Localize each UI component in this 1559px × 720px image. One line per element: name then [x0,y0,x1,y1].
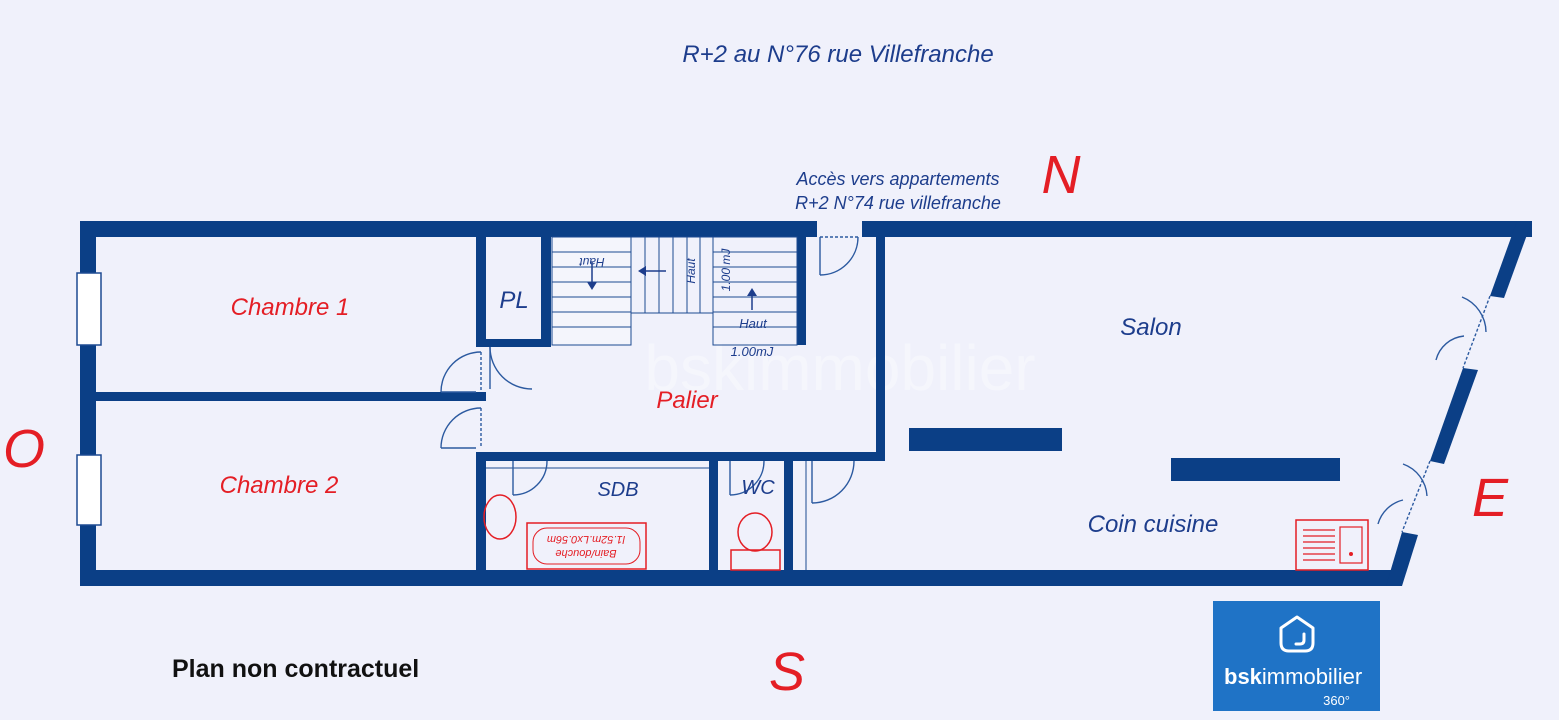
access-note-line2: R+2 N°74 rue villefranche [795,193,1001,213]
room-label-chambre1: Chambre 1 [231,294,350,321]
access-note-line1: Accès vers appartements [795,169,999,189]
stair-height-vertical: 1.00 mJ [719,248,733,292]
compass-north: N [1042,145,1082,205]
compass-west: O [3,419,45,479]
staircase [551,236,798,346]
sdb-sink [483,494,517,540]
salon-partition-1 [909,428,1062,451]
logo-name-rest: immobilier [1262,664,1362,689]
compass-south: S [769,642,805,702]
doors [440,236,1491,533]
room-label-wc: WC [741,477,775,499]
room-label-pl: PL [499,287,528,314]
stair-label-right: Haut [739,316,768,331]
west-windows [76,272,102,526]
compass-east: E [1472,468,1509,528]
svg-text:bskimmobilier: bskimmobilier [1224,664,1362,689]
plan-title: R+2 au N°76 rue Villefranche [682,41,993,68]
room-label-chambre2: Chambre 2 [220,472,339,499]
room-label-coin-cuisine: Coin cuisine [1088,511,1219,538]
exterior-walls [80,221,1532,586]
kitchen-sink [1295,519,1369,571]
watermark: bskimmobilier [644,332,1035,404]
salon-partition-2 [1171,458,1340,481]
stair-height-bottom: 1.00mJ [731,344,774,359]
stair-label-left: Haut [579,255,605,269]
bsk-logo: bskimmobilier 360° [1213,601,1380,711]
room-label-sdb: SDB [597,479,638,501]
room-label-palier: Palier [656,387,718,414]
house-icon [1279,615,1315,653]
bath-label-line2: l1.52m.Lx0.56m [547,533,625,545]
bathtub [526,522,647,570]
interior-walls [96,237,885,570]
logo-tag: 360° [1323,693,1350,708]
room-label-salon: Salon [1120,314,1181,341]
wc-toilet [737,512,773,552]
stair-label-mid: Haut [684,258,698,284]
logo-name-bold: bsk [1224,664,1263,689]
fixtures [483,494,1369,571]
bath-label-line1: Bain/douche [555,547,616,559]
disclaimer: Plan non contractuel [172,655,419,683]
